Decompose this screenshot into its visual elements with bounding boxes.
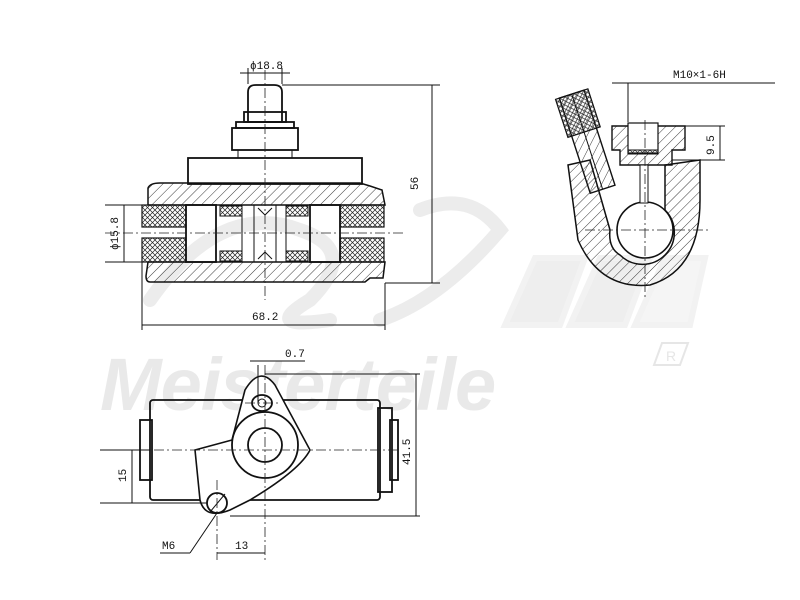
bleeder-cap xyxy=(247,84,283,123)
left-dust-boot-bottom xyxy=(141,237,187,263)
left-dust-boot-top xyxy=(141,204,187,228)
bottom-view: 0.7 41.5 15 M6 13 xyxy=(100,349,420,560)
dim-bolt-offset-vertical: 15 xyxy=(118,469,130,482)
right-dust-boot-bottom xyxy=(339,237,385,263)
dim-thread-spec: M10×1-6H xyxy=(673,70,726,82)
watermark-bars xyxy=(500,255,709,328)
dim-bleeder-diameter: ϕ18.8 xyxy=(250,61,283,73)
watermark-logo xyxy=(143,196,509,330)
watermark: Meisterteile R xyxy=(100,196,709,426)
svg-text:R: R xyxy=(666,348,676,364)
right-dust-boot-top xyxy=(339,204,385,228)
side-section-view: M10×1-6H 9.5 xyxy=(554,70,775,300)
watermark-brand-text: Meisterteile xyxy=(100,343,495,426)
front-section-view: ϕ18.8 56 ϕ15.8 68.2 xyxy=(105,61,440,330)
body-bottom-section xyxy=(145,261,386,283)
dim-offset: 0.7 xyxy=(285,349,305,361)
dim-total-length: 68.2 xyxy=(252,312,278,324)
dim-mount-height: 41.5 xyxy=(402,439,414,465)
dim-bolt-thread: M6 xyxy=(162,541,175,553)
dim-port-depth: 9.5 xyxy=(706,135,718,155)
dim-total-height: 56 xyxy=(410,177,422,190)
body-top-section xyxy=(147,182,386,206)
mounting-flange xyxy=(194,375,311,515)
dim-bore-diameter: ϕ15.8 xyxy=(110,217,122,250)
dim-bolt-offset-horizontal: 13 xyxy=(235,541,248,553)
registered-mark-icon: R xyxy=(652,342,690,366)
